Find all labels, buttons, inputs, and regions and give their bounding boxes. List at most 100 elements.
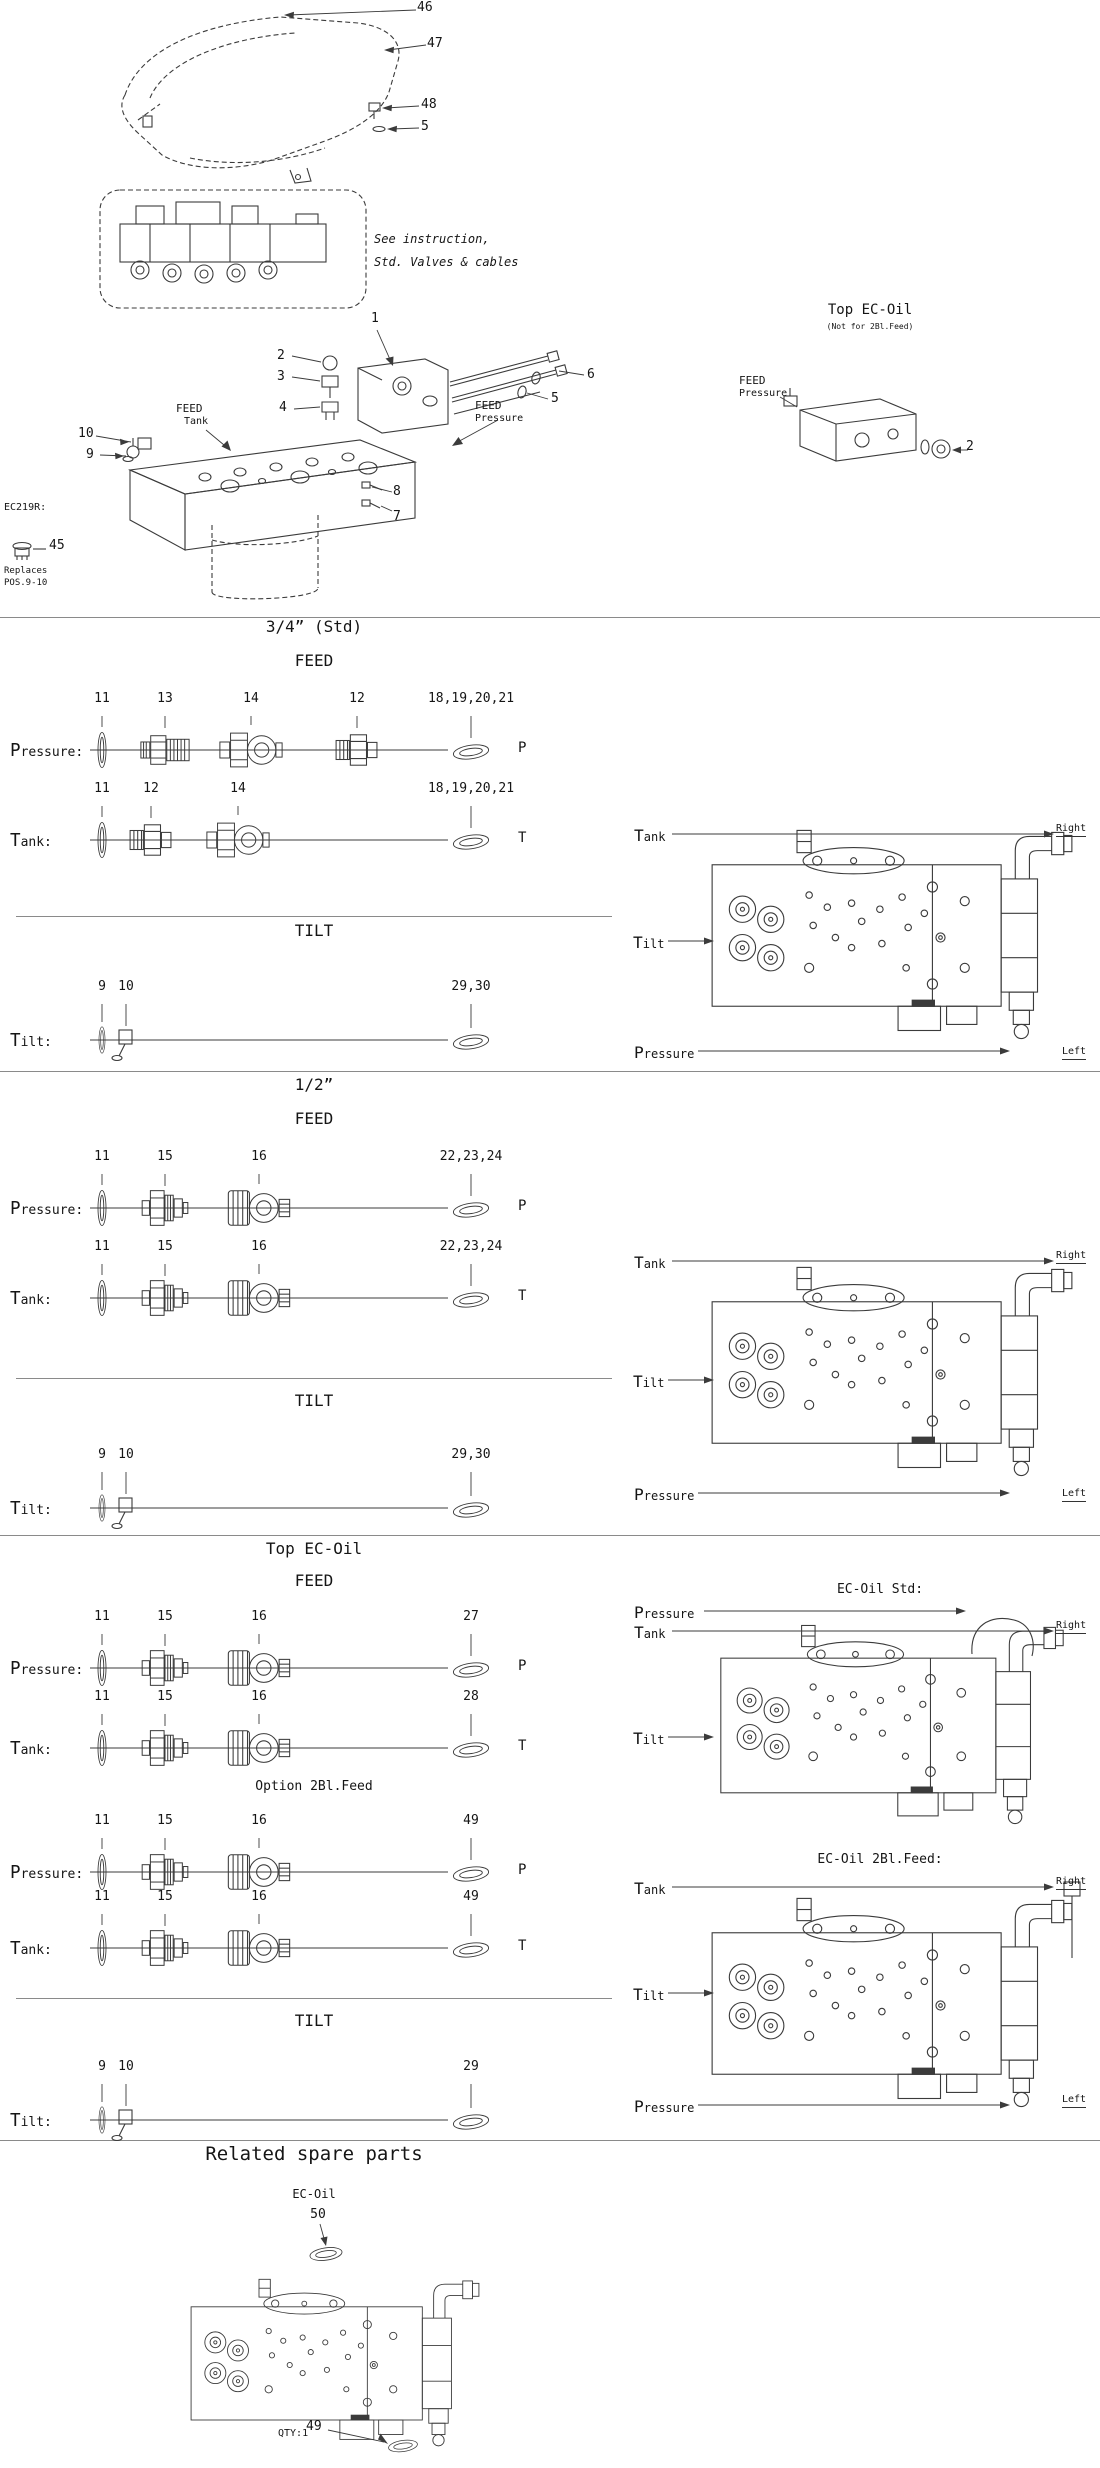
row-label-pressure-12: Pressure: bbox=[10, 1199, 84, 1219]
side-label-left-ec-2bl: Left bbox=[1062, 2094, 1087, 2108]
callout-2-ecoil: 2 bbox=[966, 439, 974, 454]
callout-29-30: 29,30 bbox=[451, 1447, 491, 1462]
callout-11: 11 bbox=[94, 691, 110, 706]
side-label-right-12: Right bbox=[1056, 1250, 1087, 1264]
callout-3: 3 bbox=[277, 369, 285, 384]
callout-14: 14 bbox=[230, 781, 246, 796]
side-label-right-34: Right bbox=[1056, 823, 1087, 837]
callout-45: 45 bbox=[49, 538, 65, 553]
callout-10: 10 bbox=[118, 2059, 134, 2074]
block-label-tilt-ec-2bl: Tilt bbox=[633, 1985, 665, 2004]
callout-10: 10 bbox=[118, 979, 134, 994]
tilt-divider bbox=[16, 916, 612, 917]
port-letter-t-ec-opt: T bbox=[518, 1938, 527, 1954]
callout-7: 7 bbox=[393, 509, 401, 524]
side-label-right-ec-2bl: Right bbox=[1056, 1876, 1087, 1890]
row-drawing-34-tilt bbox=[90, 1004, 491, 1062]
block-label-pressure-ec-2bl: Pressure bbox=[634, 2097, 695, 2116]
row-label-tilt-ec: Tilt: bbox=[10, 2111, 52, 2131]
spare-parts-drawing bbox=[190, 2223, 480, 2454]
port-letter-p-12: P bbox=[518, 1198, 527, 1214]
section-divider bbox=[0, 1535, 1100, 1536]
valve-block-drawing-34 bbox=[668, 829, 1073, 1055]
block-label-tilt-12: Tilt bbox=[633, 1372, 665, 1391]
port-letter-p-ec: P bbox=[518, 1658, 527, 1674]
row-drawing-ec-opt-tank bbox=[90, 1914, 491, 1967]
row-label-tank-34: Tank: bbox=[10, 831, 52, 851]
port-letter-p-34: P bbox=[518, 740, 527, 756]
callout-28: 28 bbox=[463, 1689, 479, 1704]
callout-5: 5 bbox=[551, 391, 559, 406]
valve-block-drawing-ecoil-2bl bbox=[668, 1881, 1081, 2109]
callout-48: 48 bbox=[421, 97, 437, 112]
callout-12: 12 bbox=[143, 781, 159, 796]
callout-16: 16 bbox=[251, 1689, 267, 1704]
section-title-34: 3/4” (Std) bbox=[265, 617, 363, 636]
row-drawing-ec-tank bbox=[90, 1714, 491, 1767]
callout-9: 9 bbox=[98, 979, 106, 994]
callout-49: 49 bbox=[463, 1813, 479, 1828]
callout-5-cover: 5 bbox=[421, 119, 429, 134]
ec219r-note2: POS.9-10 bbox=[4, 578, 48, 588]
row-drawing-34-pressure bbox=[90, 716, 491, 769]
callout-46: 46 bbox=[417, 0, 433, 15]
instruction-note-line1: See instruction, bbox=[374, 232, 490, 246]
callout-29: 29 bbox=[463, 2059, 479, 2074]
feed-tank-port: Tank bbox=[184, 416, 209, 427]
callout-18-21: 18,19,20,21 bbox=[427, 781, 515, 796]
row-label-pressure-34: Pressure: bbox=[10, 741, 84, 761]
row-label-pressure-ec: Pressure: bbox=[10, 1659, 84, 1679]
port-letter-t-12: T bbox=[518, 1288, 527, 1304]
feed-heading-ec: FEED bbox=[294, 1571, 334, 1590]
instruction-note-line2: Std. Valves & cables bbox=[374, 255, 519, 269]
block-label-tank-34: Tank bbox=[634, 826, 666, 845]
callout-22-24: 22,23,24 bbox=[439, 1239, 503, 1254]
callout-9: 9 bbox=[98, 1447, 106, 1462]
callout-9: 9 bbox=[86, 447, 94, 462]
feed-heading-34: FEED bbox=[294, 651, 334, 670]
row-drawing-ec-pressure bbox=[90, 1634, 491, 1687]
callout-8: 8 bbox=[393, 484, 401, 499]
row-label-tilt-34: Tilt: bbox=[10, 1031, 52, 1051]
callout-49-spare: 49 bbox=[306, 2419, 322, 2434]
ecoil-2bl-block-title: EC-Oil 2Bl.Feed: bbox=[817, 1852, 943, 1867]
callout-11: 11 bbox=[94, 1239, 110, 1254]
tilt-divider bbox=[16, 1998, 612, 1999]
feed-pressure-port: Pressure bbox=[475, 413, 524, 424]
block-label-tilt-ec-std: Tilt bbox=[633, 1729, 665, 1748]
callout-9: 9 bbox=[98, 2059, 106, 2074]
top-ecoil-feed-port: Pressure bbox=[739, 388, 788, 399]
callout-16: 16 bbox=[251, 1239, 267, 1254]
callout-49: 49 bbox=[463, 1889, 479, 1904]
block-label-pressure-ec-std: Pressure bbox=[634, 1603, 695, 1622]
callout-6: 6 bbox=[587, 367, 595, 382]
section-divider bbox=[0, 2140, 1100, 2141]
row-drawing-ec-opt-pressure bbox=[90, 1838, 491, 1891]
callout-15: 15 bbox=[157, 1149, 173, 1164]
section-divider bbox=[0, 1071, 1100, 1072]
callout-27: 27 bbox=[463, 1609, 479, 1624]
row-drawing-12-pressure bbox=[90, 1174, 491, 1227]
valve-block-drawing-ecoil-std bbox=[668, 1607, 1064, 1825]
spare-parts-subtitle: EC-Oil bbox=[292, 2187, 336, 2201]
callout-16: 16 bbox=[251, 1609, 267, 1624]
section-divider bbox=[0, 617, 1100, 618]
qty-label: QTY:1 bbox=[278, 2428, 309, 2439]
tilt-heading-ec: TILT bbox=[294, 2011, 334, 2030]
callout-15: 15 bbox=[157, 1813, 173, 1828]
side-label-left-12: Left bbox=[1062, 1488, 1087, 1502]
callout-13: 13 bbox=[157, 691, 173, 706]
side-label-left-34: Left bbox=[1062, 1046, 1087, 1060]
tilt-divider bbox=[16, 1378, 612, 1379]
row-label-tilt-12: Tilt: bbox=[10, 1499, 52, 1519]
section-title-12: 1/2” bbox=[294, 1075, 334, 1094]
callout-16: 16 bbox=[251, 1149, 267, 1164]
feed-tank-label: FEED bbox=[176, 402, 203, 415]
block-label-pressure-12: Pressure bbox=[634, 1485, 695, 1504]
row-drawing-34-tank bbox=[90, 806, 491, 859]
callout-29-30: 29,30 bbox=[451, 979, 491, 994]
callout-15: 15 bbox=[157, 1609, 173, 1624]
callout-16: 16 bbox=[251, 1889, 267, 1904]
callout-12: 12 bbox=[349, 691, 365, 706]
port-letter-t-ec: T bbox=[518, 1738, 527, 1754]
